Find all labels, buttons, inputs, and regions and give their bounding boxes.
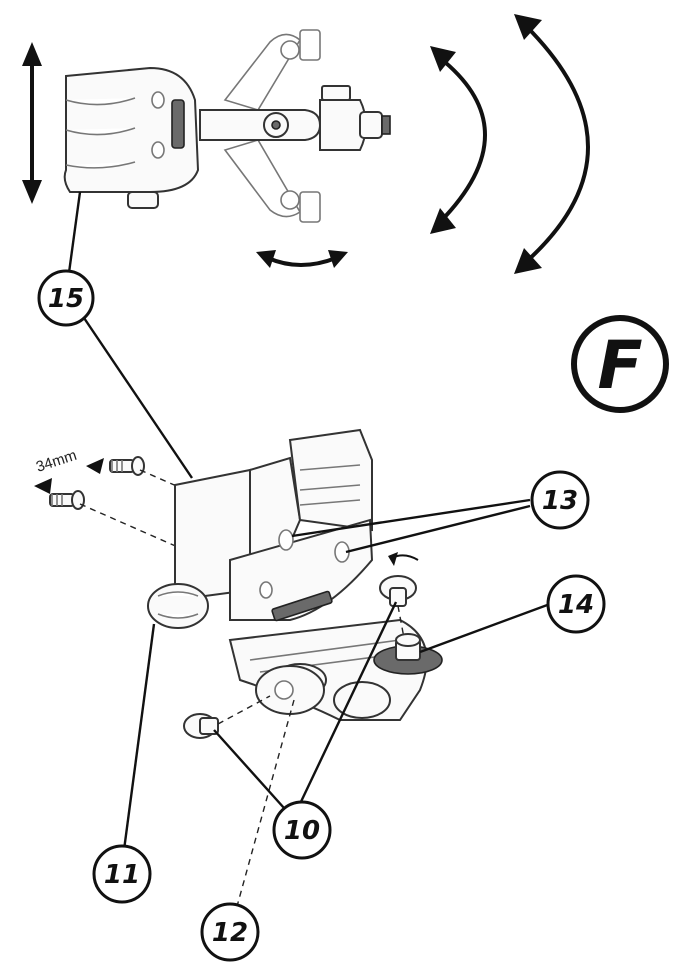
- section-marker: F: [571, 315, 669, 413]
- svg-text:11: 11: [104, 860, 140, 890]
- callout-14: 14: [546, 574, 606, 634]
- callout-11: 11: [92, 844, 152, 904]
- screw-lower-icon: [49, 490, 85, 510]
- leader-13-a: [291, 498, 531, 538]
- arm-ghost-lower: [223, 139, 321, 223]
- callout-15: 15: [37, 269, 95, 327]
- rotation-arc-inner-icon: [430, 46, 487, 234]
- callout-13: 13: [530, 470, 590, 530]
- leader-10-b: [296, 601, 398, 809]
- dimension-label: 34mm: [34, 447, 79, 476]
- svg-text:14: 14: [558, 590, 594, 620]
- leader-15: [79, 311, 193, 479]
- leader-15-top: [66, 191, 82, 281]
- guide-to-12: [235, 699, 295, 911]
- vertical-adjust-arrow-icon: [22, 42, 42, 204]
- callout-12: 12: [200, 902, 260, 962]
- svg-text:10: 10: [284, 816, 320, 846]
- rotation-arc-outer-icon: [514, 14, 590, 274]
- side-bolt: [183, 695, 271, 739]
- top-bolt: [379, 552, 419, 639]
- clamp-knob: [147, 583, 209, 629]
- svg-text:15: 15: [48, 284, 84, 314]
- callout-10: 10: [272, 800, 332, 860]
- dimension-indicator: 34mm: [34, 447, 104, 494]
- svg-text:13: 13: [542, 486, 578, 516]
- knurled-knob: [373, 633, 443, 675]
- svg-text:12: 12: [212, 918, 248, 948]
- screw-upper-icon: [109, 456, 145, 476]
- exploded-mount-view: 34mm: [34, 191, 551, 911]
- clamp-body: [174, 428, 374, 622]
- arm-main: [199, 85, 391, 151]
- mount-disc: [255, 665, 325, 715]
- swivel-arrow-icon: [256, 250, 348, 268]
- top-view-assembly: [22, 14, 590, 274]
- leader-10-a: [213, 729, 285, 809]
- arm-ghost-upper: [223, 29, 321, 111]
- leader-11: [122, 623, 156, 851]
- clamp-top-view: [63, 66, 200, 209]
- leader-13-b: [345, 504, 531, 554]
- section-label: F: [597, 327, 642, 404]
- leader-14: [419, 602, 551, 654]
